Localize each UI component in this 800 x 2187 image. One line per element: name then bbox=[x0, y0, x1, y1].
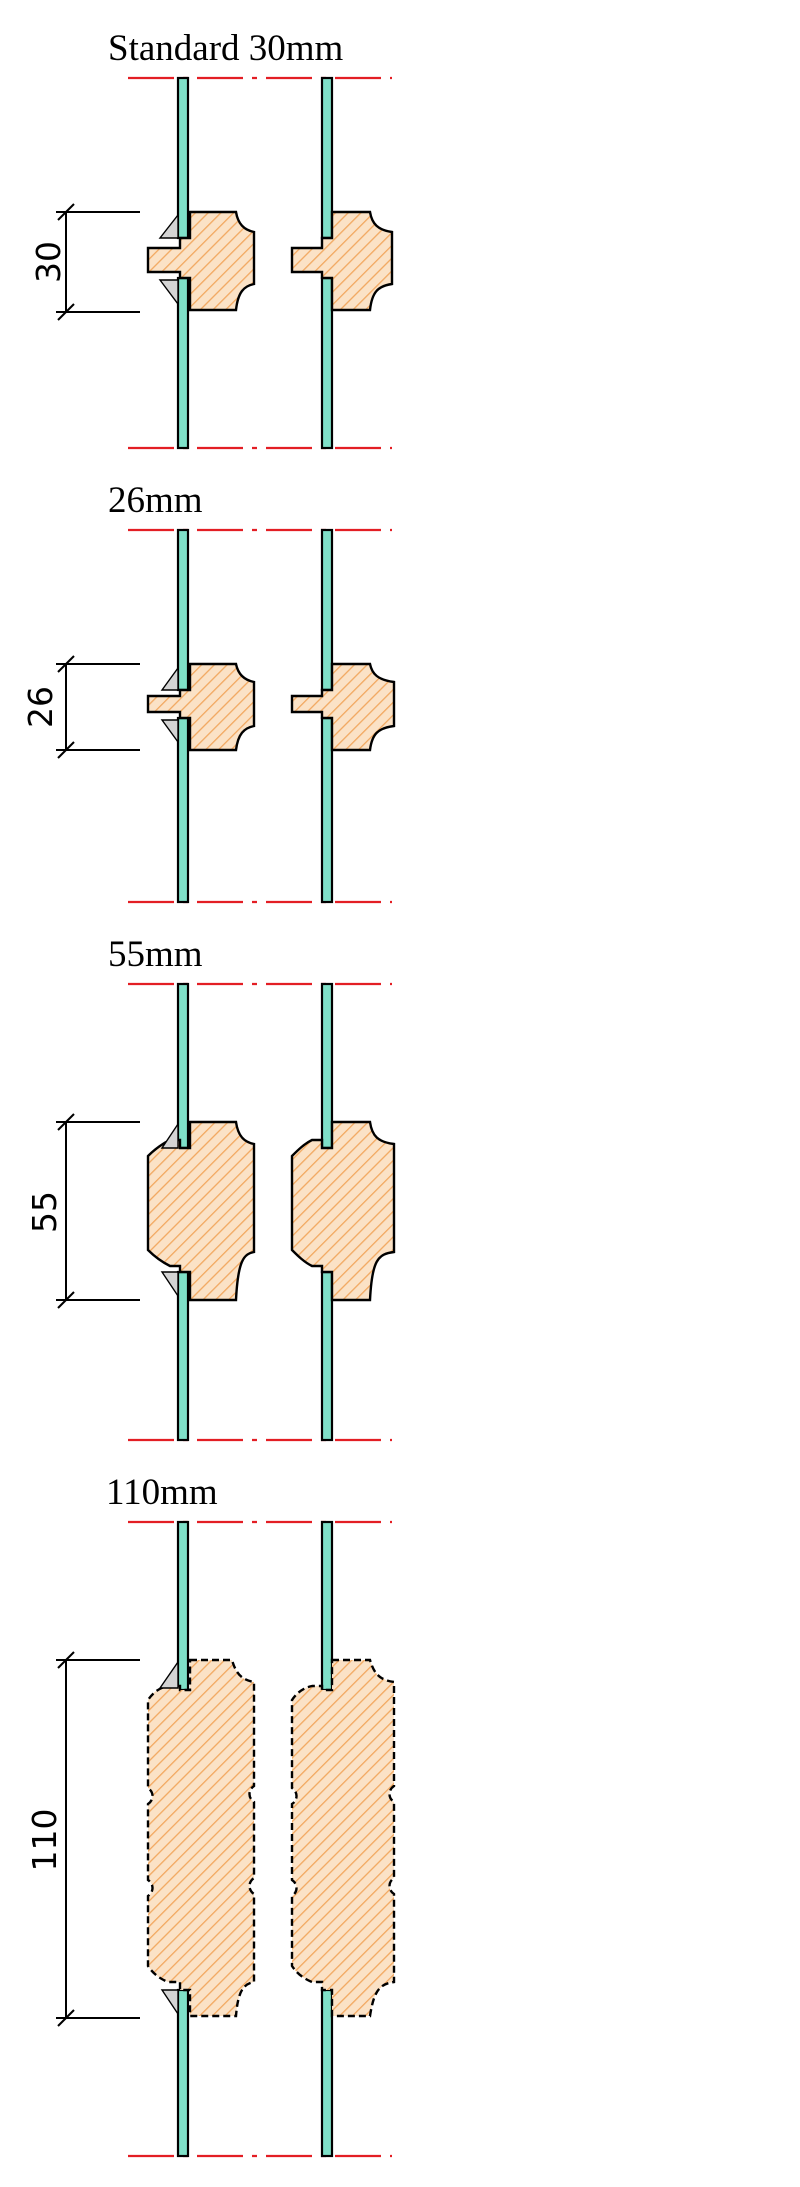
section-title: 110mm bbox=[106, 1472, 218, 1513]
glass-pane-lower bbox=[176, 1270, 190, 1442]
section-title: Standard 30mm bbox=[108, 28, 344, 69]
glass-pane-upper bbox=[176, 528, 190, 692]
dimension-marker: 26 bbox=[21, 655, 140, 759]
section-title: 55mm bbox=[108, 934, 203, 975]
bead-upper bbox=[158, 1659, 179, 1689]
glass-pane-lower bbox=[176, 716, 190, 904]
bead-lower bbox=[160, 719, 179, 745]
dimension-label: 55 bbox=[25, 1191, 64, 1233]
dimension-marker: 55 bbox=[25, 1113, 140, 1309]
bar-profile bbox=[290, 662, 396, 752]
section-110mm: 110mm 110 bbox=[25, 1472, 396, 2158]
glass-pane-upper bbox=[320, 982, 334, 1150]
glass-pane-lower bbox=[320, 1270, 334, 1442]
bar-profile bbox=[146, 1120, 256, 1302]
glass-pane-upper bbox=[176, 982, 190, 1150]
bar-profile bbox=[146, 662, 256, 752]
section-26mm: 26mm 26 bbox=[21, 480, 396, 904]
bead-lower bbox=[160, 1989, 179, 2017]
glazing-bar-left bbox=[146, 528, 256, 904]
section-standard-30mm: Standard 30mm 30 bbox=[29, 28, 394, 450]
bead-upper bbox=[160, 665, 179, 691]
glass-pane-lower bbox=[176, 1988, 190, 2158]
glazing-bar-right bbox=[290, 1520, 396, 2158]
glass-pane-lower bbox=[320, 276, 334, 450]
bar-profile bbox=[290, 1120, 396, 1302]
bar-profile bbox=[146, 1658, 256, 2018]
bead-upper bbox=[160, 1121, 179, 1149]
dimension-marker: 30 bbox=[29, 203, 140, 321]
glazing-bar-right bbox=[290, 528, 396, 904]
glazing-bar-right bbox=[290, 76, 394, 450]
bead-lower bbox=[158, 279, 179, 307]
glazing-bar-left bbox=[146, 1520, 256, 2158]
glass-pane-lower bbox=[176, 276, 190, 450]
glazing-bar-right bbox=[290, 982, 396, 1442]
glass-pane-upper bbox=[176, 1520, 190, 1692]
dimension-label: 30 bbox=[29, 241, 68, 283]
section-title: 26mm bbox=[108, 480, 203, 521]
glass-pane-upper bbox=[320, 528, 334, 692]
dimension-label: 110 bbox=[25, 1809, 64, 1872]
dimension-label: 26 bbox=[21, 686, 60, 728]
glazing-bar-left bbox=[146, 982, 256, 1442]
glass-pane-upper bbox=[320, 76, 334, 240]
glass-pane-lower bbox=[320, 1988, 334, 2158]
glass-pane-lower bbox=[320, 716, 334, 904]
bead-upper bbox=[158, 212, 179, 239]
bead-lower bbox=[160, 1271, 179, 1299]
bar-profile bbox=[146, 210, 256, 312]
glass-pane-upper bbox=[176, 76, 190, 240]
glazing-bar-left bbox=[146, 76, 256, 450]
section-55mm: 55mm 55 bbox=[25, 934, 396, 1442]
glass-pane-upper bbox=[320, 1520, 334, 1692]
bar-profile bbox=[290, 1658, 396, 2018]
dimension-marker: 110 bbox=[25, 1651, 140, 2027]
bar-profile bbox=[290, 210, 394, 312]
